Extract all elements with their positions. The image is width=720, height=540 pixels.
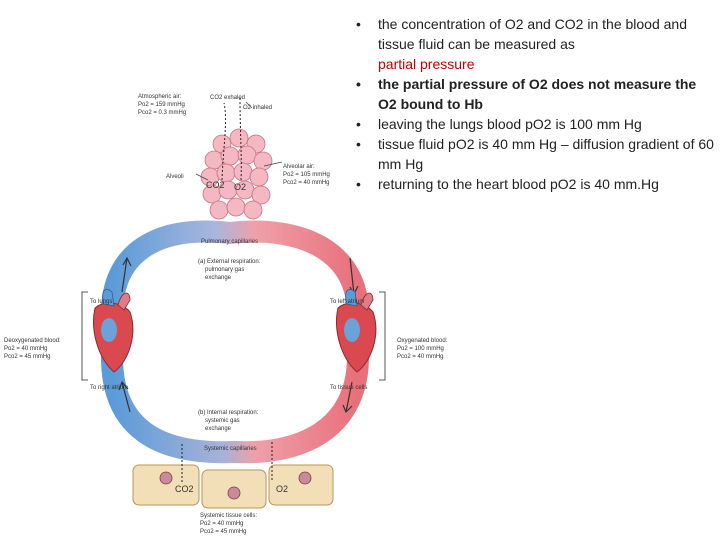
pointer-lines (195, 101, 283, 181)
co2-exhaled-label: CO2 exhaled (210, 95, 245, 101)
flow-arrow-up-left (121, 256, 132, 293)
deoxygenated-pco2: Pco2 = 45 mmHg (4, 354, 51, 360)
deoxygenated-title: Deoxygenated blood: (4, 338, 61, 344)
heart-left-icon (93, 288, 134, 373)
to-tissue-cells-label: To tissue cells (330, 385, 367, 391)
deoxygenated-po2: Po2 = 40 mmHg (4, 346, 48, 352)
bullet-text: the concentration of O2 and CO2 in the b… (378, 16, 687, 52)
external-respiration-line-2: pulmonary gas (205, 267, 244, 273)
alveoli-cluster (200, 128, 273, 220)
tissue-cell-nuclei (159, 471, 312, 500)
bullet-text: tissue fluid pO2 is 40 mm Hg – diffusion… (378, 136, 714, 172)
right-bracket (379, 291, 386, 381)
atmospheric-po2: Po2 = 159 mmHg (138, 102, 185, 108)
external-respiration-line-3: exchange (205, 275, 232, 281)
tissue-cells (132, 464, 334, 509)
pulmonary-capillaries-label: Pulmonary capillaries (201, 239, 258, 245)
alveoli-label: Alveoli (166, 174, 184, 180)
systemic-capillaries-label: Systemic capillaries (204, 446, 257, 452)
bullet-item: the partial pressure of O2 does not meas… (352, 74, 718, 114)
bullet-item: returning to the heart blood pO2 is 40 m… (352, 174, 718, 194)
alveolar-po2: Po2 = 105 mmHg (283, 172, 330, 178)
to-left-atrium-label: To left atrium (330, 299, 364, 305)
o2-inhaled-label: O2 inhaled (243, 105, 272, 111)
atmospheric-pco2: Pco2 = 0.3 mmHg (138, 110, 186, 116)
flow-arrow-up-left-lower (118, 380, 131, 413)
internal-respiration-line-3: exchange (205, 426, 232, 432)
bullet-item: tissue fluid pO2 is 40 mm Hg – diffusion… (352, 134, 718, 174)
internal-respiration-line-2: systemic gas (205, 418, 240, 424)
bullet-text: leaving the lungs blood pO2 is 100 mm Hg (378, 116, 642, 132)
diffusion-arrows-lung (221, 97, 242, 181)
lung-co2-label: CO2 (206, 180, 225, 190)
bullet-text: returning to the heart blood pO2 is 40 m… (378, 176, 659, 192)
tissue-cells-title: Systemic tissue cells: (200, 513, 257, 519)
heart-right-icon (336, 288, 377, 373)
bullet-item: the concentration of O2 and CO2 in the b… (352, 14, 718, 74)
oxygenated-pco2: Pco2 = 40 mmHg (397, 354, 444, 360)
to-lungs-label: To lungs (90, 299, 112, 305)
diffusion-arrows-tissue (181, 442, 273, 482)
lung-o2-label: O2 (234, 182, 246, 192)
partial-pressure-highlight: partial pressure (378, 56, 475, 72)
oxygenated-title: Oxygenated blood: (397, 338, 448, 344)
atmospheric-air-title: Atmospheric air: (138, 94, 182, 100)
alveolar-pco2: Pco2 = 40 mmHg (283, 180, 330, 186)
bullet-list: the concentration of O2 and CO2 in the b… (352, 14, 718, 194)
tissue-cells-pco2: Pco2 = 45 mmHg (200, 529, 247, 535)
alveolar-air-title: Alveolar air: (283, 164, 315, 170)
systemic-vessel-arc (100, 341, 370, 464)
to-right-atrium-label: To right atrium (90, 385, 128, 391)
oxygenated-po2: Po2 = 100 mmHg (397, 346, 444, 352)
bullet-item: leaving the lungs blood pO2 is 100 mm Hg (352, 114, 718, 134)
tissue-cells-po2: Po2 = 40 mmHg (200, 521, 244, 527)
tissue-co2-label: CO2 (175, 484, 194, 494)
bullet-text: the partial pressure of O2 does not meas… (378, 76, 697, 112)
flow-arrow-down-right-lower (342, 381, 353, 414)
left-bracket (81, 291, 88, 381)
internal-respiration-line-1: (b) Internal respiration: (198, 410, 259, 416)
tissue-o2-label: O2 (276, 484, 288, 494)
external-respiration-line-1: (a) External respiration: (198, 259, 261, 265)
